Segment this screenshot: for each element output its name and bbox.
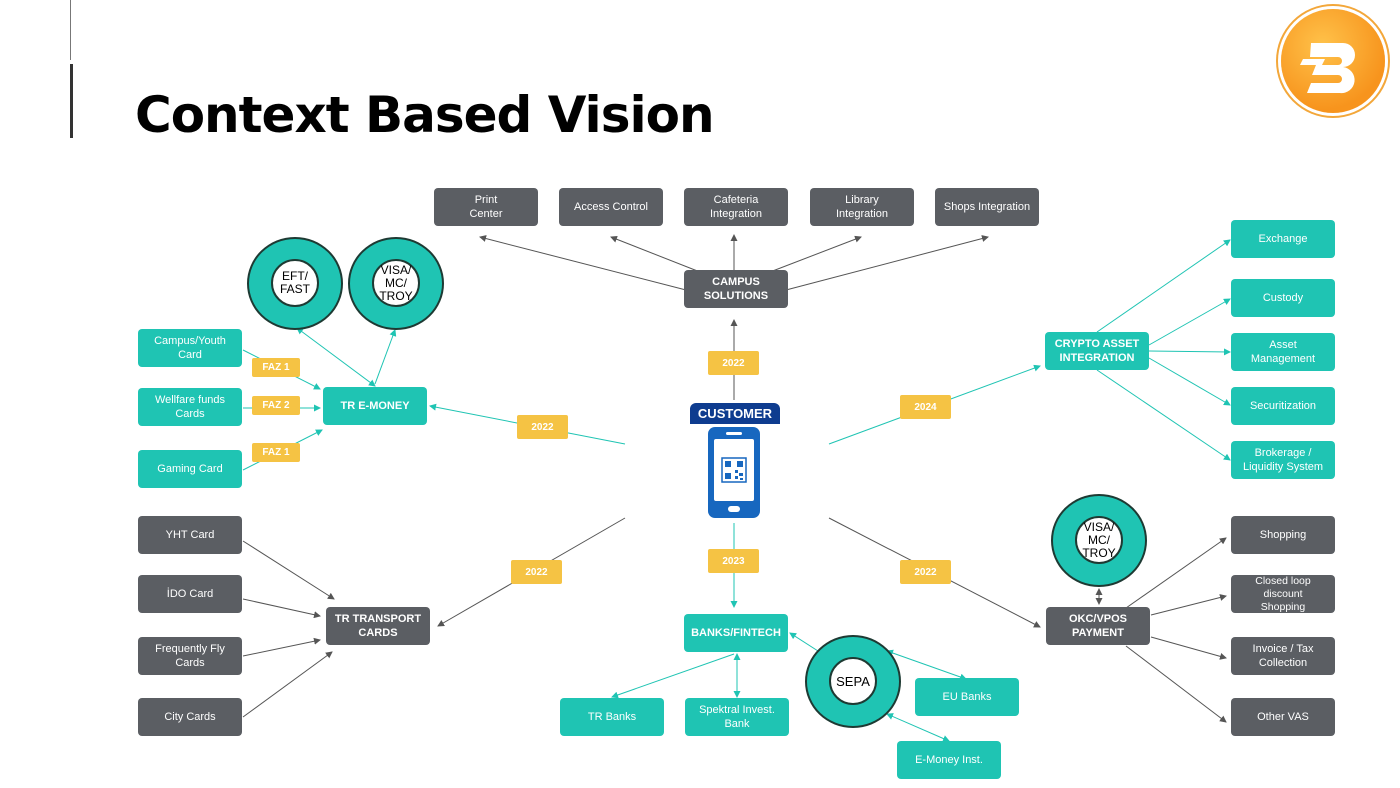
payment-item-shopping: Shopping [1231,516,1335,554]
decor-bar-top [70,0,71,60]
transport-year-tag: 2022 [511,560,562,584]
crypto-asset-hub: CRYPTO ASSET INTEGRATION [1045,332,1149,370]
emoney-card-campus: Campus/Youth Card [138,329,242,367]
payment-year-tag: 2022 [900,560,951,584]
okc-vpos-payment-hub: OKC/VPOS PAYMENT [1046,607,1150,645]
sepa-label: SEPA [829,657,877,705]
crypto-year-tag: 2024 [900,395,951,419]
logo-mark [1300,43,1355,94]
phase-tag: FAZ 2 [252,396,300,415]
crypto-item-custody: Custody [1231,279,1335,317]
eft-fast-ring: EFT/ FAST [247,237,343,330]
emoney-year-tag: 2022 [517,415,568,439]
visa-mc-troy-label: VISA/ MC/ TROY [372,259,420,307]
visa-mc-troy-ring: VISA/ MC/ TROY [348,237,444,330]
banks-fintech-hub: BANKS/FINTECH [684,614,788,652]
qr-code-icon [721,457,747,483]
campus-year-tag: 2022 [708,351,759,375]
payment-visa-mc-troy-ring: VISA/ MC/ TROY [1051,494,1147,587]
transport-card-yht: YHT Card [138,516,242,554]
crypto-item-securitization: Securitization [1231,387,1335,425]
smartphone-qr-icon [708,427,760,518]
emoney-card-gaming: Gaming Card [138,450,242,488]
phase-tag: FAZ 1 [252,443,300,462]
eft-fast-label: EFT/ FAST [271,259,319,307]
customer-label: CUSTOMER [690,403,780,424]
emoney-card-wellfare: Wellfare funds Cards [138,388,242,426]
sepa-item-eu-banks: EU Banks [915,678,1019,716]
crypto-item-asset-management: Asset Management [1231,333,1335,371]
payment-item-closed-loop: Closed loop discount Shopping [1231,575,1335,613]
transport-card-frequent-fly: Frequently Fly Cards [138,637,242,675]
payment-visa-mc-troy-label: VISA/ MC/ TROY [1075,516,1123,564]
transport-card-city: City Cards [138,698,242,736]
decor-bar [70,64,73,138]
tr-emoney-hub: TR E-MONEY [323,387,427,425]
page-title: Context Based Vision [135,86,715,144]
campus-item-print-center: Print Center [434,188,538,226]
campus-item-shops: Shops Integration [935,188,1039,226]
sepa-item-emoney-inst: E-Money Inst. [897,741,1001,779]
payment-item-invoice-tax: Invoice / Tax Collection [1231,637,1335,675]
banks-item-spektral: Spektral Invest. Bank [685,698,789,736]
transport-card-ido: İDO Card [138,575,242,613]
campus-item-cafeteria: Cafeteria Integration [684,188,788,226]
payment-item-other-vas: Other VAS [1231,698,1335,736]
campus-item-library: Library Integration [810,188,914,226]
phase-tag: FAZ 1 [252,358,300,377]
sepa-ring: SEPA [805,635,901,728]
crypto-item-exchange: Exchange [1231,220,1335,258]
eb-coin-logo [1281,9,1385,113]
banks-year-tag: 2023 [708,549,759,573]
banks-item-tr: TR Banks [560,698,664,736]
campus-solutions-hub: CAMPUS SOLUTIONS [684,270,788,308]
tr-transport-hub: TR TRANSPORT CARDS [326,607,430,645]
campus-item-access-control: Access Control [559,188,663,226]
crypto-item-brokerage: Brokerage / Liquidity System [1231,441,1335,479]
